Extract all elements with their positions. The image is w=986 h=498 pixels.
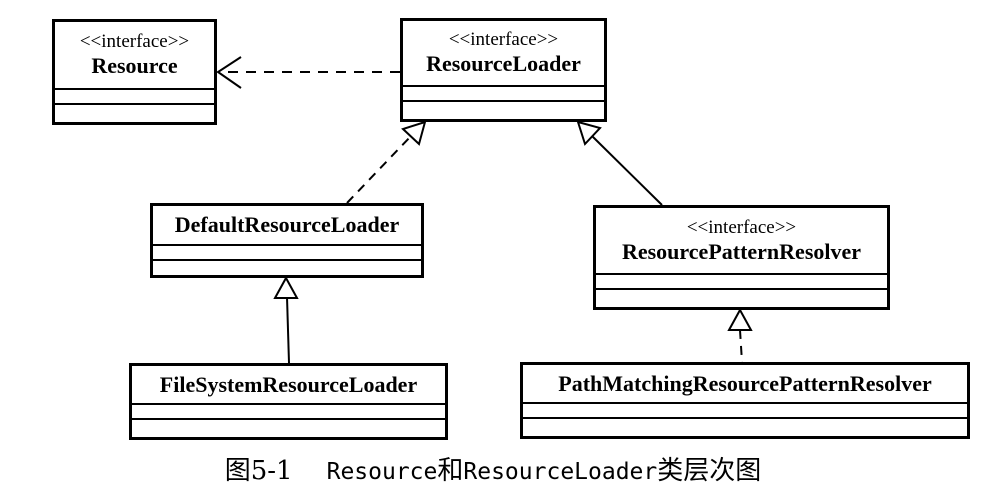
attributes-compartment	[523, 402, 967, 417]
attributes-compartment	[55, 88, 214, 103]
stereotype-label: <<interface>>	[448, 29, 559, 51]
class-title-compartment: PathMatchingResourcePatternResolver	[523, 365, 967, 402]
edge-realization-defaultresourceloader-to-resourceloader	[346, 120, 427, 204]
operations-compartment	[596, 288, 887, 307]
solid-line	[286, 296, 290, 364]
class-box-filesystemresourceloader: FileSystemResourceLoader	[129, 363, 448, 440]
caption-text-mono: Resource	[326, 459, 438, 485]
caption-text-cjk: 类层次图	[657, 456, 762, 486]
dashed-line	[739, 329, 743, 363]
stereotype-label: <<interface>>	[79, 31, 190, 53]
class-title-compartment: <<interface>> ResourceLoader	[403, 21, 604, 85]
operations-compartment	[55, 103, 214, 122]
class-title-compartment: FileSystemResourceLoader	[132, 366, 445, 403]
operations-compartment	[132, 418, 445, 437]
class-title-compartment: <<interface>> ResourcePatternResolver	[596, 208, 887, 273]
open-arrowhead	[216, 56, 242, 89]
figure-number: 图5-1	[224, 456, 293, 486]
class-title-compartment: DefaultResourceLoader	[153, 206, 421, 244]
solid-line	[591, 135, 663, 206]
hollow-triangle	[727, 307, 753, 331]
edge-generalization-resourcepatternresolver-to-resourceloader	[576, 120, 663, 206]
class-name: ResourcePatternResolver	[621, 238, 862, 264]
operations-compartment	[153, 259, 421, 275]
stereotype-label: <<interface>>	[686, 216, 797, 238]
attributes-compartment	[403, 85, 604, 100]
attributes-compartment	[132, 403, 445, 418]
edge-generalization-filesystemresourceloader-to-defaultresourceloader	[273, 275, 299, 364]
hollow-triangle	[401, 120, 427, 146]
edge-dependency-resourceloader-to-resource	[216, 56, 400, 89]
operations-compartment	[403, 100, 604, 119]
dashed-line	[346, 135, 412, 204]
edge-realization-pathmatchingresourcepatternresolver-to-resourcepatternresolver	[727, 307, 753, 363]
hollow-triangle	[576, 120, 602, 146]
class-box-resourcepatternresolver: <<interface>> ResourcePatternResolver	[593, 205, 890, 310]
class-name: PathMatchingResourcePatternResolver	[558, 370, 932, 396]
class-title-compartment: <<interface>> Resource	[55, 22, 214, 88]
class-name: ResourceLoader	[426, 51, 581, 77]
class-name: Resource	[91, 53, 178, 79]
attributes-compartment	[596, 273, 887, 288]
class-box-resource: <<interface>> Resource	[52, 19, 217, 125]
operations-compartment	[523, 417, 967, 436]
class-box-pathmatchingresourcepatternresolver: PathMatchingResourcePatternResolver	[520, 362, 970, 439]
class-box-resourceloader: <<interface>> ResourceLoader	[400, 18, 607, 122]
class-box-defaultresourceloader: DefaultResourceLoader	[150, 203, 424, 278]
hollow-triangle	[273, 275, 299, 299]
class-name: DefaultResourceLoader	[174, 212, 400, 238]
figure-caption: 图5-1 Resource和ResourceLoader类层次图	[0, 450, 986, 487]
class-name: FileSystemResourceLoader	[159, 371, 418, 397]
caption-text-mono: ResourceLoader	[463, 459, 658, 485]
caption-text-cjk: 和	[437, 456, 464, 486]
attributes-compartment	[153, 244, 421, 259]
